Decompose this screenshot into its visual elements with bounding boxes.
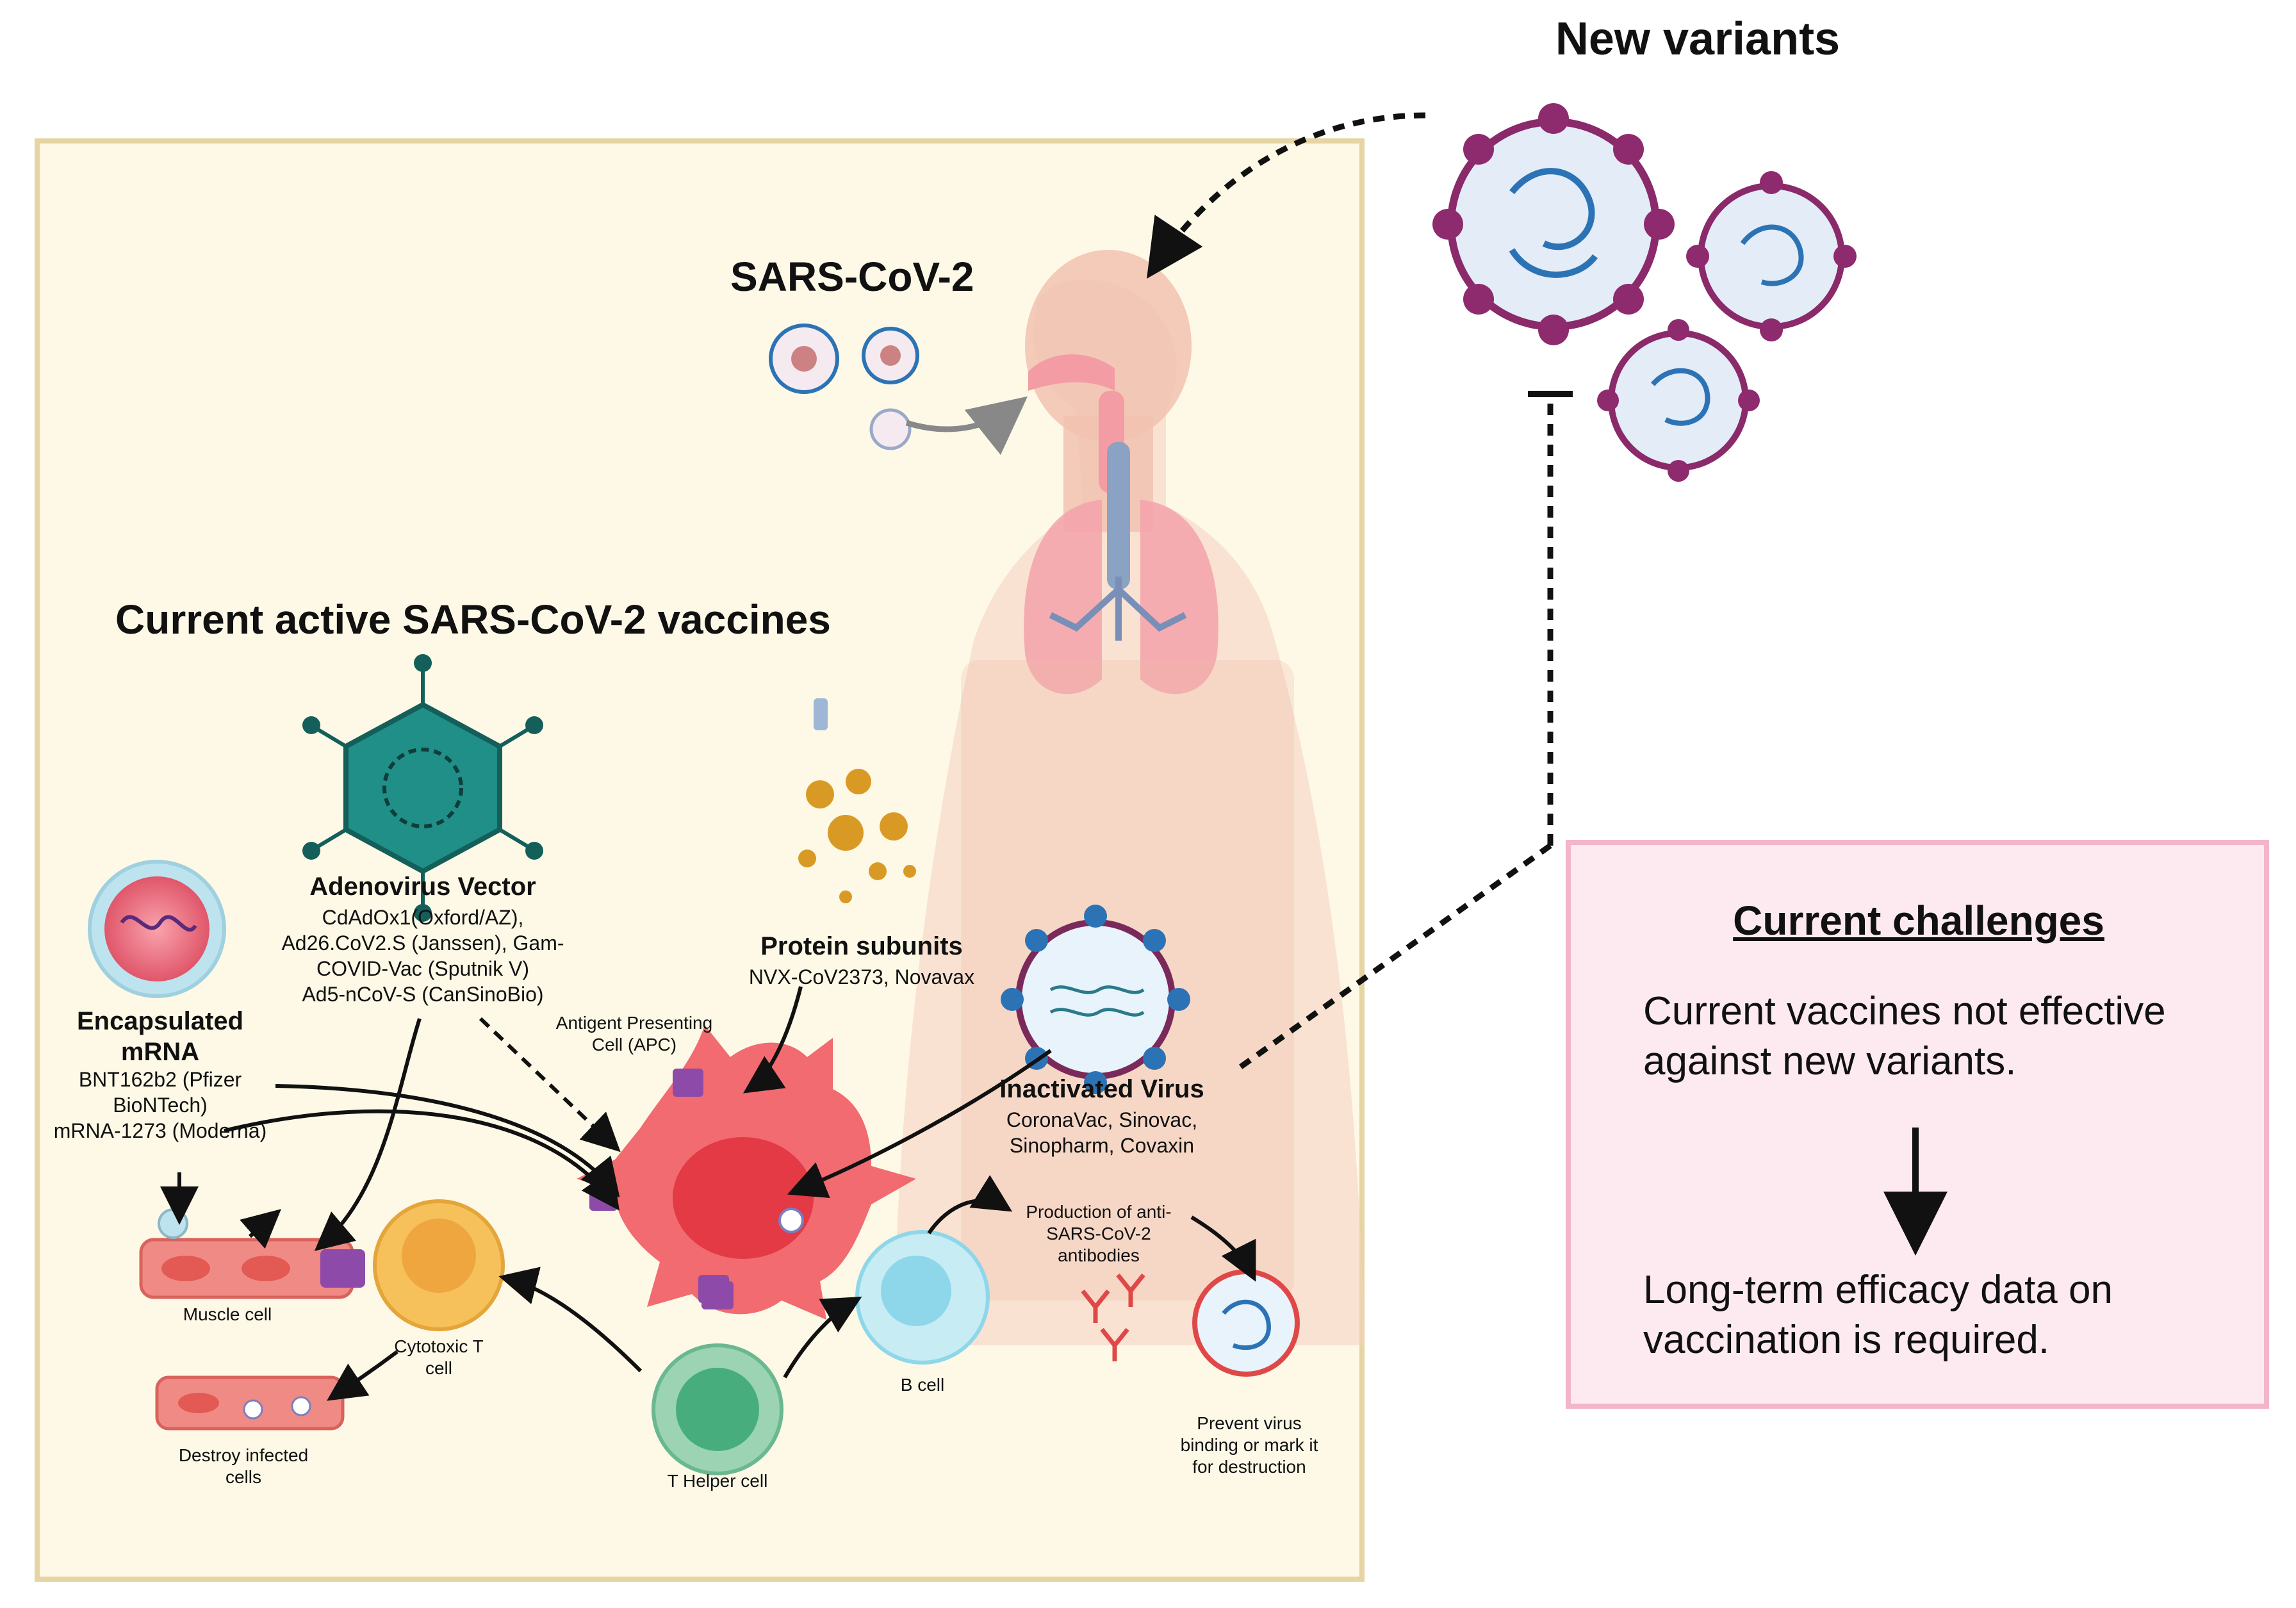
flow-arrows — [160, 986, 1256, 1401]
b-cell — [855, 1230, 990, 1365]
new-variants-title: New variants — [1555, 13, 1841, 65]
challenges-panel — [1566, 840, 2269, 1409]
inactivated-products: CoronaVac, Sinovac, Sinopharm, Covaxin — [1006, 1108, 1198, 1157]
b-cell-label: B cell — [900, 1375, 945, 1395]
sars-cov-2-title: SARS-CoV-2 — [730, 254, 974, 300]
variant-virus-large — [1432, 103, 1675, 345]
destroyed-cells — [155, 1375, 345, 1431]
adenovirus-title: Adenovirus Vector — [309, 873, 536, 901]
cytotoxic-t-cell — [373, 1199, 505, 1331]
mrna-nanoparticle — [88, 860, 226, 998]
inactivated-virus — [1001, 905, 1190, 1094]
vaccines-title: Current active SARS-CoV-2 vaccines — [115, 596, 831, 643]
protein-subunits-title: Protein subunits — [760, 932, 963, 960]
challenges-title: Current challenges — [1733, 898, 2104, 944]
prevent-label: Prevent virus binding or mark it for des… — [1180, 1413, 1318, 1477]
adenovirus-particle — [302, 654, 543, 922]
apc-cell — [577, 1025, 916, 1320]
variant-virus-small — [1597, 319, 1760, 482]
muscle-cell-label: Muscle cell — [183, 1304, 272, 1324]
variant-virus-medium — [1686, 171, 1857, 341]
adenovirus-products: CdAdOx1(Oxford/AZ), Ad26.CoV2.S (Janssen… — [281, 906, 564, 1006]
antibodies — [1081, 1273, 1145, 1361]
challenges-link-line — [1234, 843, 1552, 1072]
muscle-cell — [139, 1208, 354, 1299]
destroy-label: Destroy infected cells — [178, 1445, 309, 1487]
antibodies-label: Production of anti- SARS-CoV-2 antibodie… — [1026, 1202, 1172, 1265]
variants-to-human-arrow — [1147, 112, 1426, 279]
inactivated-title: Inactivated Virus — [999, 1075, 1204, 1103]
challenge-point-1: Current vaccines not effective against n… — [1643, 989, 2166, 1083]
protein-subunits-product: NVX-CoV2373, Novavax — [748, 965, 975, 989]
virus-inhale-arrow — [905, 396, 1028, 455]
t-helper-cell — [652, 1281, 783, 1475]
challenge-point-2: Long-term efficacy data on vaccination i… — [1643, 1268, 2113, 1362]
sars-cov-2-particles — [769, 324, 919, 450]
neutralized-virus — [1192, 1269, 1300, 1377]
mrna-products: BNT162b2 (Pfizer BioNTech) mRNA-1273 (Mo… — [53, 1068, 267, 1142]
mrna-title: Encapsulated mRNA — [76, 1007, 244, 1066]
mhc-connector — [320, 1249, 365, 1288]
t-helper-label: T Helper cell — [667, 1471, 768, 1491]
cytotoxic-label: Cytotoxic T cell — [394, 1336, 484, 1378]
protein-fragments — [798, 698, 916, 903]
apc-label: Antigent Presenting Cell (APC) — [555, 1013, 713, 1054]
